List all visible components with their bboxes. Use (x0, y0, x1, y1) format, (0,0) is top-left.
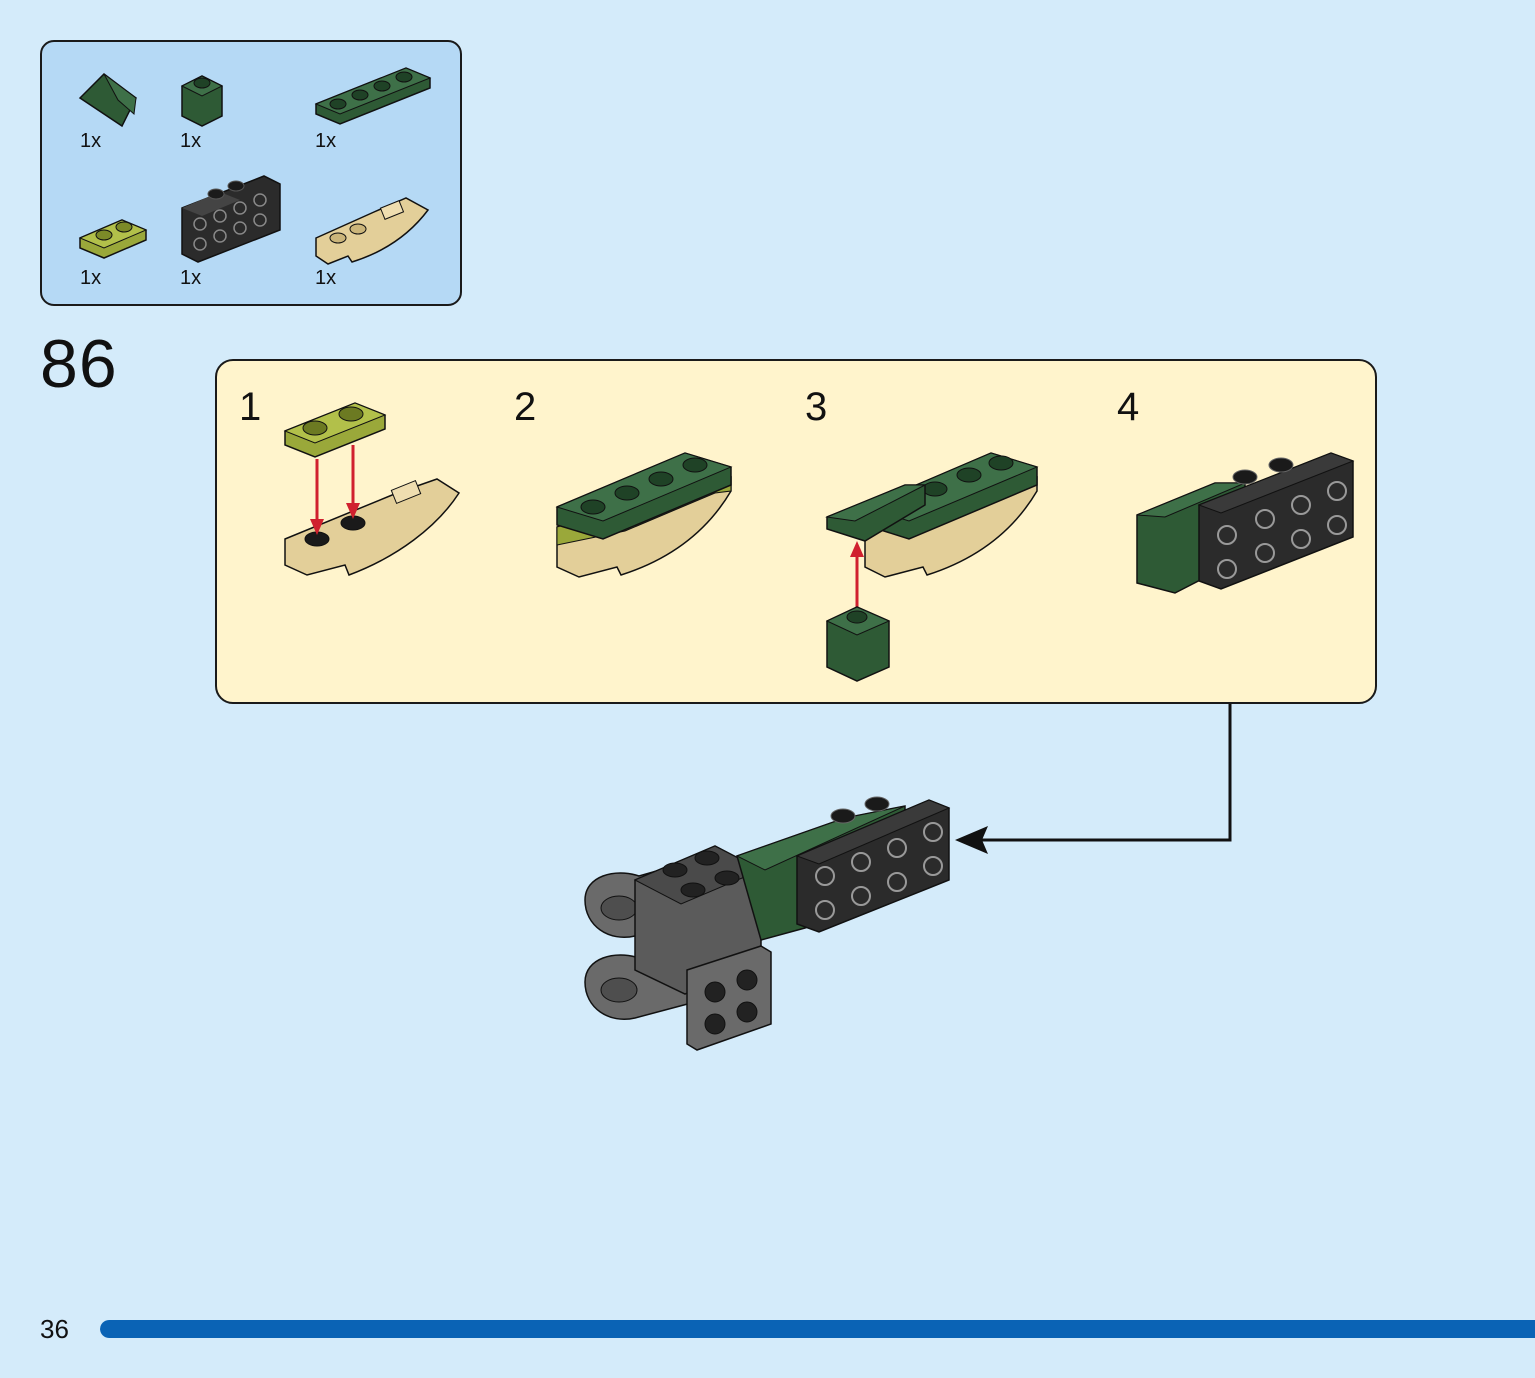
substep-number: 4 (1117, 385, 1140, 429)
part-qty: 1x (80, 267, 102, 289)
progress-bar-fill (100, 1320, 1535, 1338)
substep-number: 2 (514, 385, 537, 429)
progress-bar (100, 1320, 1535, 1338)
part-qty: 1x (315, 267, 337, 289)
sub-assembly-panel: 1 2 3 4 (215, 359, 1377, 704)
substep-1-illustration (283, 402, 461, 576)
substep-4-illustration (1136, 452, 1355, 594)
part-qty: 1x (315, 130, 337, 152)
parts-list: 1x 1x 1x 1x (40, 40, 462, 306)
main-model-illustration (584, 796, 951, 1051)
substep-number: 1 (239, 385, 262, 429)
part-qty: 1x (80, 130, 102, 152)
substep-3-illustration (825, 452, 1039, 682)
part-qty: 1x (180, 130, 202, 152)
page-number: 36 (40, 1314, 69, 1344)
part-qty: 1x (180, 267, 202, 289)
substep-number: 3 (805, 385, 828, 429)
substep-2-illustration (555, 452, 733, 578)
step-number: 86 (40, 326, 118, 402)
